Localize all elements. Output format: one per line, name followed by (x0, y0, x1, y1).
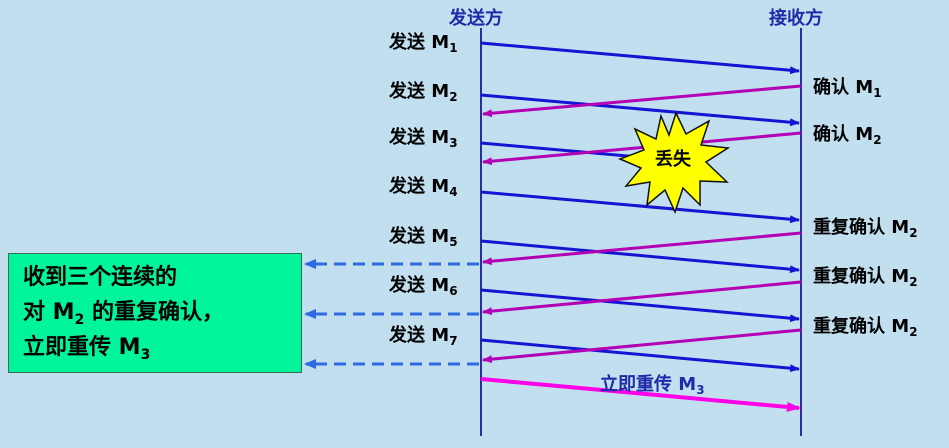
dup-ack-label-3: 重复确认 M2 (813, 316, 918, 339)
note-line-1: 收到三个连续的 (23, 265, 178, 290)
send-arrow-m1 (480, 41, 800, 75)
ack-arrow-m2 (482, 131, 802, 166)
send-label-m7: 发送 M7 (389, 325, 458, 348)
ack-label-m2: 确认 M2 (813, 124, 882, 147)
send-label-m5: 发送 M5 (389, 226, 458, 249)
send-arrow-m7 (480, 338, 800, 373)
dup-ack-arrow-3 (482, 328, 802, 364)
note-line-3: 立即重传 M3 (23, 335, 151, 363)
fast-retransmit-note: 收到三个连续的 对 M2 的重复确认， 立即重传 M3 (8, 253, 302, 373)
send-label-m4: 发送 M4 (389, 176, 458, 199)
dup-ack-label-1: 重复确认 M2 (813, 217, 918, 240)
send-arrow-m6 (480, 288, 800, 323)
dup-ack-arrow-1 (482, 231, 802, 266)
loss-burst-icon (617, 110, 731, 215)
send-arrow-m5 (480, 239, 800, 274)
retransmit-arrow-m3 (480, 377, 801, 412)
send-label-m6: 发送 M6 (389, 275, 458, 298)
dup-ack-label-2: 重复确认 M2 (813, 266, 918, 289)
receiver-header: 接收方 (769, 8, 823, 29)
sender-header: 发送方 (449, 8, 503, 29)
send-arrow-m4 (480, 190, 800, 224)
send-label-m3: 发送 M3 (389, 127, 458, 150)
loss-label: 丢失 (655, 149, 691, 170)
dup-ack-arrow-2 (482, 280, 802, 316)
send-arrow-m2 (480, 93, 800, 127)
retransmit-label: 立即重传 M3 (600, 374, 705, 397)
ack-arrow-m1 (482, 84, 802, 118)
ack-label-m1: 确认 M1 (813, 77, 882, 100)
send-arrow-m3-lost (480, 141, 651, 162)
send-label-m1: 发送 M1 (389, 32, 458, 55)
note-line-2: 对 M2 的重复确认， (23, 300, 224, 328)
send-label-m2: 发送 M2 (389, 81, 458, 104)
